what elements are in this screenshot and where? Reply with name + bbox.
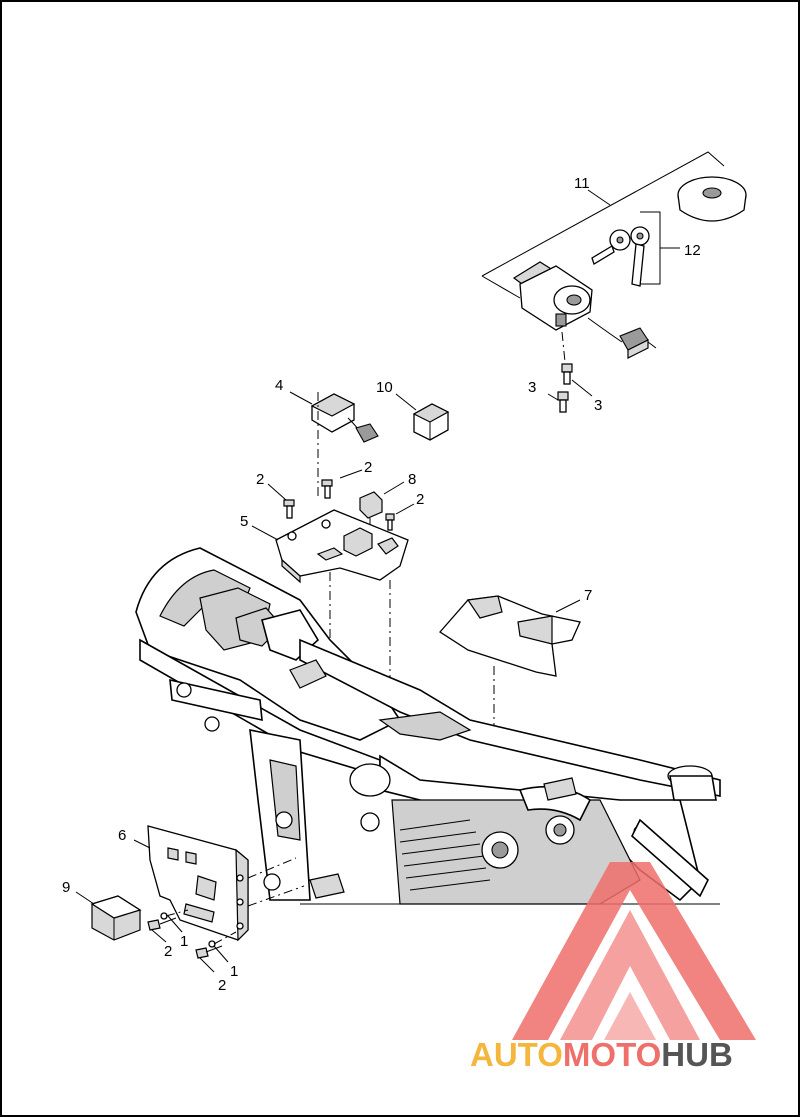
callout-3-lower: 3 [594,397,602,414]
callout-4: 4 [275,377,283,394]
callout-2-right: 2 [416,491,424,508]
callout-11: 11 [574,175,590,192]
watermark-triangle-icon [512,862,756,1040]
motorcycle-frame [135,547,721,905]
mounting-bracket-5 [251,509,409,698]
cover-7 [439,595,581,730]
electrical-bracket-6 [133,825,305,942]
module-9 [75,891,142,941]
callout-2-bottom-right: 2 [218,977,226,994]
bracket-screws [147,909,237,973]
bracket-fasteners [267,469,415,531]
callout-2-left: 2 [256,471,264,488]
callout-8: 8 [408,471,416,488]
ignition-switch-assembly [481,151,747,413]
callout-6: 6 [118,827,126,844]
relay-4 [289,391,379,498]
key-set [591,226,650,287]
callout-7: 7 [584,587,592,604]
callout-10: 10 [376,379,393,396]
callout-1-left: 1 [180,933,188,950]
watermark-logo: AUTOMOTOHUB [470,862,756,1073]
callout-2-bottom-left: 2 [164,943,172,960]
relay-10 [395,393,450,441]
callout-12: 12 [684,242,701,259]
callout-labels: 11 12 4 10 3 3 2 2 8 2 5 7 6 9 1 2 1 2 [62,175,701,994]
callout-1-right: 1 [230,963,238,980]
callout-2-center: 2 [364,459,372,476]
callout-9: 9 [62,879,70,896]
engine-cooling-fins [399,819,491,891]
callout-5: 5 [240,513,248,530]
watermark-text: AUTOMOTOHUB [470,1036,733,1073]
callout-3-upper: 3 [528,379,536,396]
